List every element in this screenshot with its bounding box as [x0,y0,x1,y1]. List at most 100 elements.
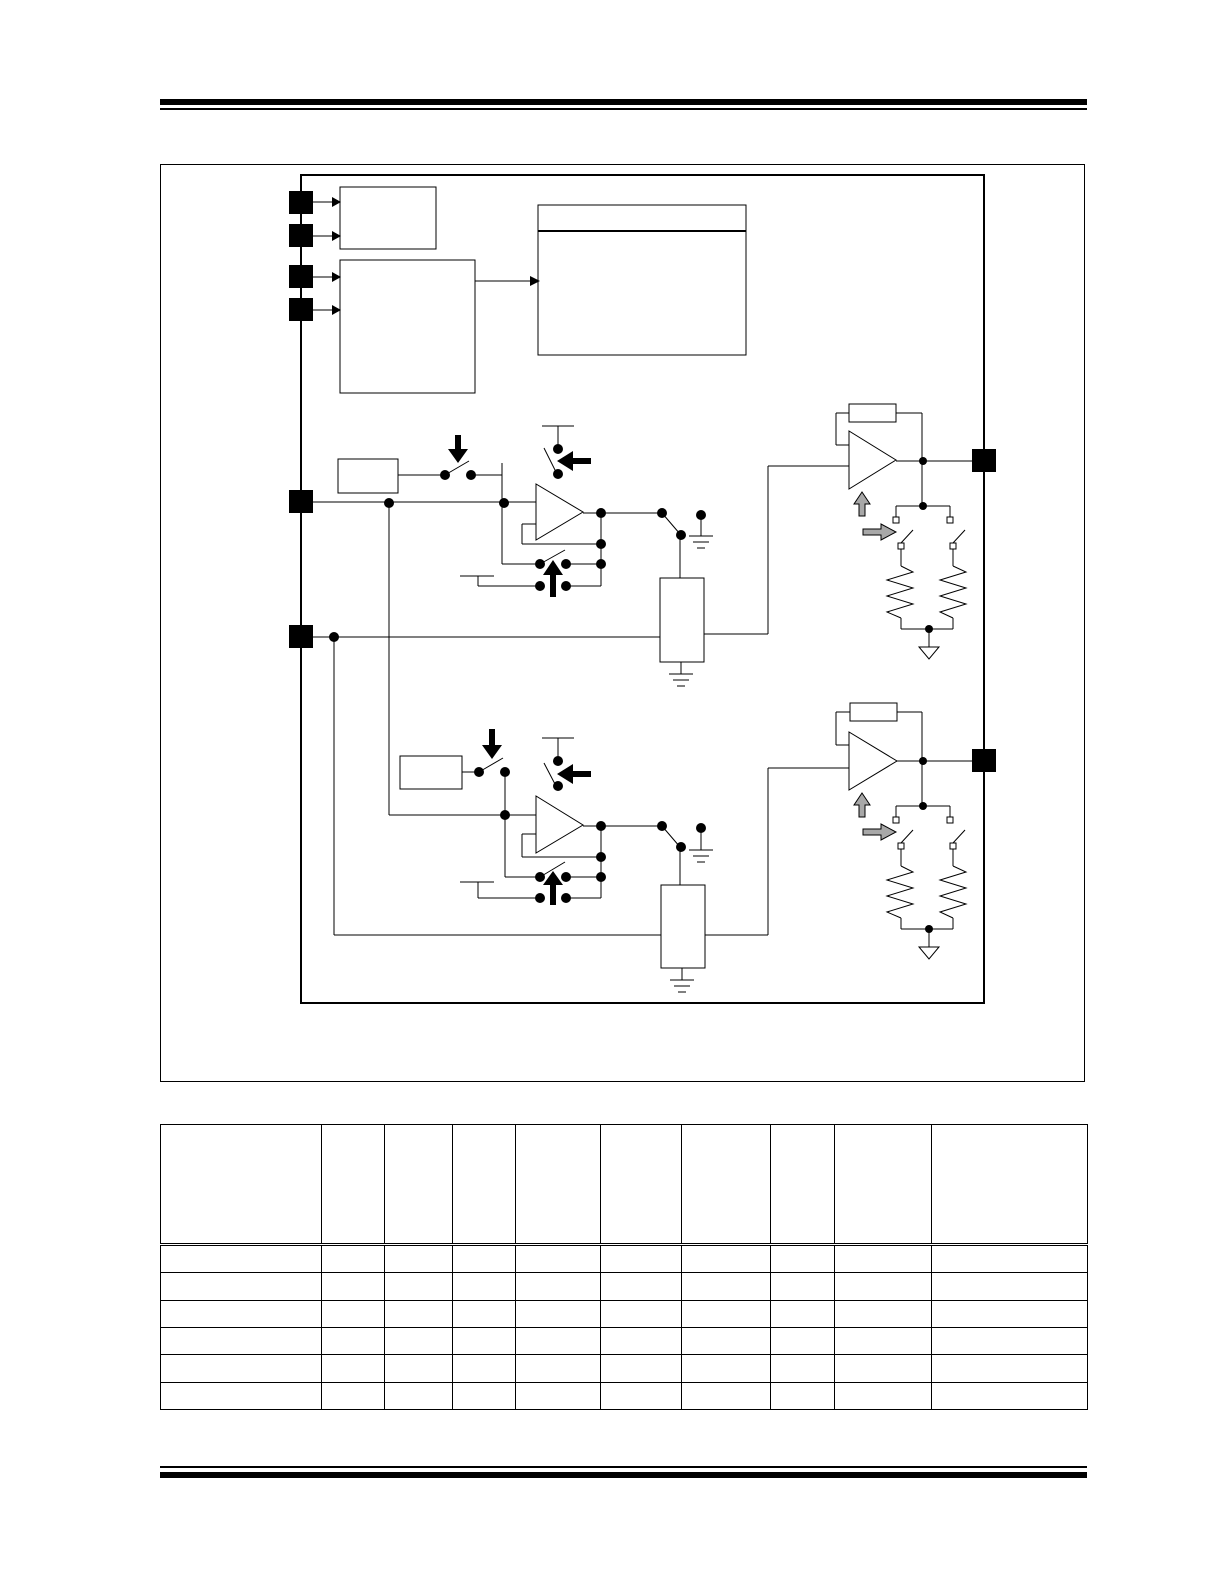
gain-arrow-right-lower [862,823,898,841]
ref-block-upper [337,458,399,494]
sample-amp-lower [535,795,584,854]
table-header-cell [681,1124,771,1246]
table-header-cell [452,1124,516,1246]
control-arrow-up-upper [543,560,563,597]
table-cell [600,1272,682,1301]
table-cell [770,1272,835,1301]
gain-arrow-right-upper [862,523,898,541]
table-header-row [160,1124,1088,1246]
control-arrow-down-upper [448,435,468,463]
table-cell [321,1354,385,1383]
table-cell [931,1354,1088,1383]
control-arrow-down-lower [482,729,502,759]
control-arrow-left-lower [557,764,591,784]
table-row [160,1272,1088,1301]
table-cell [600,1299,682,1328]
table-cell [931,1243,1088,1274]
table-cell [160,1354,322,1383]
table-cell [321,1272,385,1301]
table-cell [600,1243,682,1274]
table-cell [452,1326,516,1356]
gain-resistor-upper-b [938,565,968,619]
ground-symbol-upper [917,646,941,660]
table-cell [515,1381,601,1411]
table-cell [321,1299,385,1328]
table-cell [931,1272,1088,1301]
table-cell [931,1299,1088,1328]
table-cell [600,1381,682,1411]
gain-resistor-lower-a [885,865,915,919]
table-cell [834,1299,932,1328]
table-cell [770,1326,835,1356]
table-cell [384,1381,453,1411]
header-rule-thin [160,108,1087,110]
pin-4 [289,298,313,321]
table-cell [931,1381,1088,1411]
table-cell [384,1272,453,1301]
gain-arrow-up-lower [853,792,871,818]
input-block-top [339,186,437,250]
table-cell [321,1243,385,1274]
table-cell [384,1243,453,1274]
table-cell [160,1381,322,1411]
sample-amp-upper [535,483,584,541]
table-cell [681,1354,771,1383]
table-cell [452,1354,516,1383]
table-cell [834,1354,932,1383]
control-logic-block [339,259,476,394]
footer-rule-thin [160,1466,1087,1468]
table-cell [834,1381,932,1411]
figure-frame [160,164,1085,1082]
table-cell [452,1243,516,1274]
pin-out-b [972,749,996,772]
control-arrow-left-upper [557,451,591,471]
table-cell [600,1326,682,1356]
gain-resistor-upper-a [885,565,915,619]
table-header-cell [600,1124,682,1246]
table-cell [834,1243,932,1274]
table-cell [160,1299,322,1328]
converter-block-lower [660,884,706,969]
table-cell [681,1381,771,1411]
converter-block-upper [659,577,705,663]
table-row [160,1354,1088,1383]
table-cell [770,1381,835,1411]
spec-table [160,1124,1088,1411]
ref-block-lower [399,755,463,790]
table-row [160,1326,1088,1356]
table-row [160,1243,1088,1274]
table-cell [681,1272,771,1301]
gain-arrow-up-upper [853,491,871,517]
table-cell [160,1326,322,1356]
table-cell [515,1299,601,1328]
table-header-cell [515,1124,601,1246]
table-cell [515,1243,601,1274]
table-row [160,1381,1088,1411]
table-header-cell [384,1124,453,1246]
pin-2 [289,224,313,247]
ground-symbol-lower [917,946,941,960]
table-cell [770,1354,835,1383]
feedback-resistor-upper [848,403,897,423]
table-row [160,1299,1088,1328]
register-block [537,204,747,356]
table-cell [452,1272,516,1301]
table-cell [321,1381,385,1411]
footer-rule-thick [160,1472,1087,1478]
table-cell [770,1243,835,1274]
table-cell [515,1272,601,1301]
table-header-cell [321,1124,385,1246]
header-rule-thick [160,99,1087,105]
feedback-resistor-lower [849,702,898,722]
table-cell [160,1243,322,1274]
pin-out-a [972,449,996,472]
table-cell [515,1354,601,1383]
pin-3 [289,265,313,288]
table-cell [452,1299,516,1328]
table-cell [834,1326,932,1356]
table-cell [384,1354,453,1383]
table-cell [834,1272,932,1301]
table-cell [600,1354,682,1383]
table-header-cell [770,1124,835,1246]
